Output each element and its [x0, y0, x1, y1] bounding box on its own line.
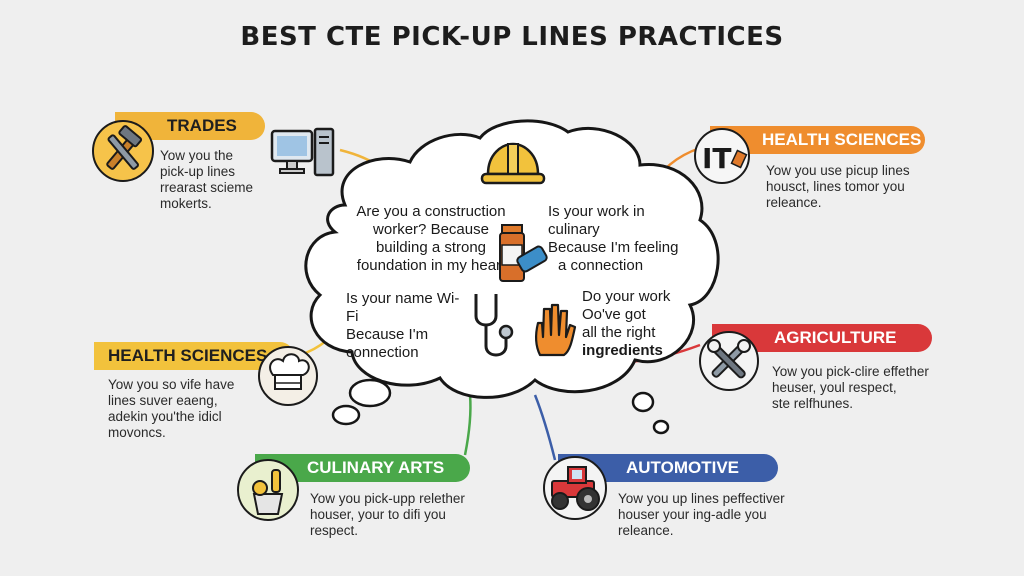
health-left-description: Yow you so vife have lines suver eaeng, … [108, 377, 235, 440]
it-icon: IT [694, 126, 750, 186]
hand-icon [530, 303, 580, 359]
svg-text:IT: IT [702, 142, 732, 175]
thought-dots [331, 378, 670, 435]
page-title: BEST CTE PICK-UP LINES PRACTICES [240, 22, 784, 52]
banner-automotive: AUTOMOTIVE [558, 454, 778, 482]
connector-culinary [463, 394, 472, 456]
wrench-tools-icon [698, 330, 760, 392]
computer-icon [270, 125, 336, 181]
agriculture-description: Yow you pick-clire effether heuser, youl… [772, 364, 929, 411]
pickup-line-wifi: Is your name Wi-Fi Because I'm connectio… [346, 290, 460, 361]
trades-label: TRADES [167, 116, 237, 135]
health-left-label: HEALTH SCIENCES [108, 346, 268, 365]
tractor-icon [540, 455, 610, 521]
agriculture-label: AGRICULTURE [774, 328, 897, 347]
pickup-line-ingredients: Do your work Oo've got all the right ing… [582, 288, 671, 359]
culinary-description: Yow you pick-upp relether houser, your t… [310, 491, 465, 538]
health-top-description: Yow you use picup lines housct, lines to… [766, 163, 910, 210]
hard-hat-icon [480, 140, 546, 188]
pickup-line-construction: Are you a construction worker? Because b… [356, 203, 506, 274]
culinary-label: CULINARY ARTS [307, 458, 445, 477]
trades-description: Yow you the pick-up lines rrearast sciem… [160, 148, 254, 211]
culinary-tools-icon [236, 458, 300, 522]
hammer-wrench-icon [90, 118, 156, 184]
chef-hat-icon [255, 345, 321, 407]
health-top-label: HEALTH SCIENCES [762, 130, 922, 149]
connector-automotive [533, 394, 557, 461]
medicine-bottle-icon [496, 223, 550, 285]
automotive-description: Yow you up lines peffectiver houser your… [618, 491, 785, 538]
stethoscope-icon [464, 290, 518, 364]
pickup-line-culinary: Is your work in culinary Because I'm fee… [548, 203, 679, 274]
automotive-label: AUTOMOTIVE [626, 458, 740, 477]
banner-trades: TRADES [115, 112, 265, 140]
